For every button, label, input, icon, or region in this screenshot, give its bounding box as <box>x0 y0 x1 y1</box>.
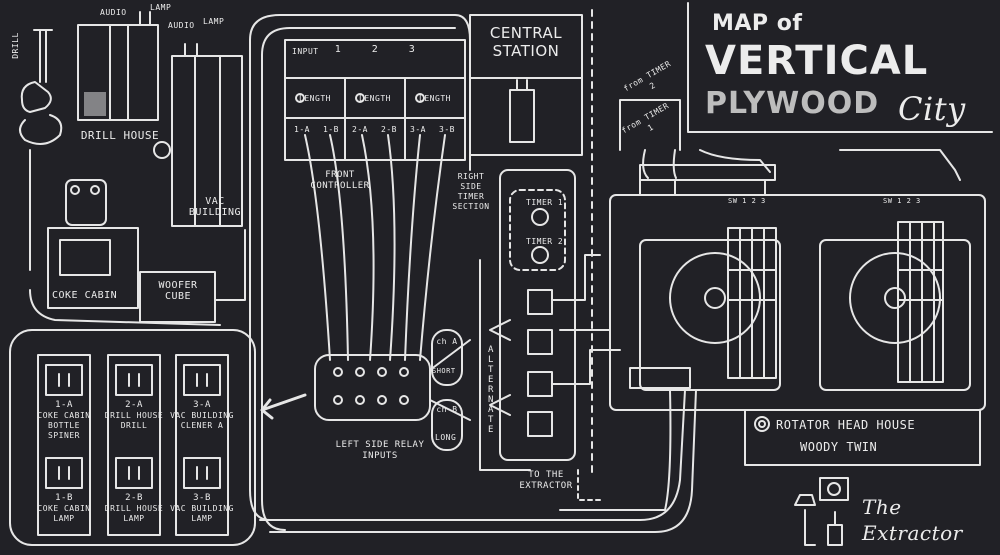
alternate-label: ALTERNATE <box>488 345 494 435</box>
sw-label-left: SW 1 2 3 <box>728 197 766 205</box>
wire-bottom-2 <box>269 389 697 533</box>
outlet-socket-3-b <box>183 457 221 489</box>
outlet-desc-3-b: VAC BUILDING LAMP <box>170 504 234 523</box>
outlet-desc-1-b: COKE CABIN LAMP <box>37 504 91 523</box>
outlet-id-2-b: 2-B <box>125 493 143 503</box>
front-controller-shape <box>284 39 466 161</box>
right-side-timer-label: RIGHT SIDE TIMER SECTION <box>452 172 490 211</box>
central-station-label: CENTRAL STATION <box>489 24 563 60</box>
to-extractor-label: TO THE EXTRACTOR <box>519 470 573 491</box>
front-controller-label: FRONT CONTROLLER <box>310 170 370 191</box>
outlet-id-2-a: 2-A <box>125 400 143 410</box>
ch-b-label: ch B <box>436 405 458 414</box>
wire-loop-inner <box>261 27 456 531</box>
title-line-1: MAP of <box>712 11 803 36</box>
length-knob-label-3: LENGTH <box>419 94 451 103</box>
woofer-cube-shape <box>139 271 216 323</box>
length-knob-label-2: LENGTH <box>359 94 391 103</box>
outlet-desc-1-a: COKE CABIN BOTTLE SPINER <box>37 411 91 440</box>
controller-output-2-b: 2-B <box>381 125 397 134</box>
outlet-socket-3-a <box>183 364 221 396</box>
drill-house-shape <box>77 24 159 121</box>
outlet-panel-shape <box>9 329 256 546</box>
drill-icon <box>20 81 52 113</box>
extractor-shape <box>819 477 849 501</box>
outlet-desc-3-a: VAC BUILDING CLENER A <box>170 411 234 430</box>
coke-cabin-shape <box>47 227 139 309</box>
audio-label-1: AUDIO <box>100 8 127 17</box>
drill-label: DRILL <box>10 32 20 59</box>
outlet-id-1-b: 1-B <box>55 493 73 503</box>
rotator-label-box <box>744 409 981 466</box>
relay-block-shape <box>314 354 431 421</box>
controller-output-3-b: 3-B <box>439 125 455 134</box>
lamp-label-1: LAMP <box>150 3 172 12</box>
wire-bottom-3 <box>559 389 672 511</box>
title-line-3b: City <box>898 90 966 128</box>
controller-input-2: 2 <box>371 44 379 55</box>
controller-output-1-b: 1-B <box>323 125 339 134</box>
rotator-label: ROTATOR HEAD HOUSE <box>776 418 916 432</box>
wire-bottom-1 <box>259 389 686 521</box>
timer-2-label: TIMER 2 <box>526 237 564 246</box>
input-label: INPUT <box>292 47 319 56</box>
central-station-shape <box>469 14 583 156</box>
outlet-socket-1-b <box>45 457 83 489</box>
outlet-socket-1-a <box>45 364 83 396</box>
wire-loop-outer <box>249 14 471 521</box>
controller-input-1: 1 <box>334 44 342 55</box>
vac-building-label: VAC BUILDING <box>188 196 242 218</box>
timer-section-shape <box>499 169 576 461</box>
sw-label-right: SW 1 2 3 <box>883 197 921 205</box>
title-frame <box>687 2 993 133</box>
left-side-relay-label: LEFT SIDE RELAY INPUTS <box>335 440 425 461</box>
outlet-desc-2-b: DRILL HOUSE LAMP <box>104 504 164 523</box>
title-line-2: VERTICAL <box>705 38 929 84</box>
outlet-socket-2-a <box>115 364 153 396</box>
lamp-label-2: LAMP <box>203 17 225 26</box>
long-label: LONG <box>435 433 457 442</box>
outlet-id-3-a: 3-A <box>193 400 211 410</box>
timer-1-label: TIMER 1 <box>526 198 564 207</box>
coke-cabin-label: COKE CABIN <box>52 290 118 301</box>
length-knob-label-1: LENGTH <box>299 94 331 103</box>
outlet-socket-2-b <box>115 457 153 489</box>
outlet-id-1-a: 1-A <box>55 400 73 410</box>
title-line-3: PLYWOOD <box>705 86 880 121</box>
ch-a-label: ch A <box>436 337 458 346</box>
controller-output-1-a: 1-A <box>294 125 310 134</box>
rotator-housing-shape <box>609 194 986 411</box>
woody-twin-label: WOODY TWIN <box>800 440 878 454</box>
short-label: SHORT <box>432 367 456 375</box>
outlet-id-3-b: 3-B <box>193 493 211 503</box>
vac-building-shape <box>171 55 243 227</box>
audio-label-2: AUDIO <box>168 21 195 30</box>
controller-output-2-a: 2-A <box>352 125 368 134</box>
controller-input-3: 3 <box>408 44 416 55</box>
extractor-label: The Extractor <box>862 495 963 545</box>
controller-output-3-a: 3-A <box>410 125 426 134</box>
arrow-to-panel <box>260 393 307 420</box>
outlet-desc-2-a: DRILL HOUSE DRILL <box>104 411 164 430</box>
drill-house-label: DRILL HOUSE <box>80 129 160 142</box>
woofer-cube-label: WOOFER CUBE <box>158 280 198 302</box>
